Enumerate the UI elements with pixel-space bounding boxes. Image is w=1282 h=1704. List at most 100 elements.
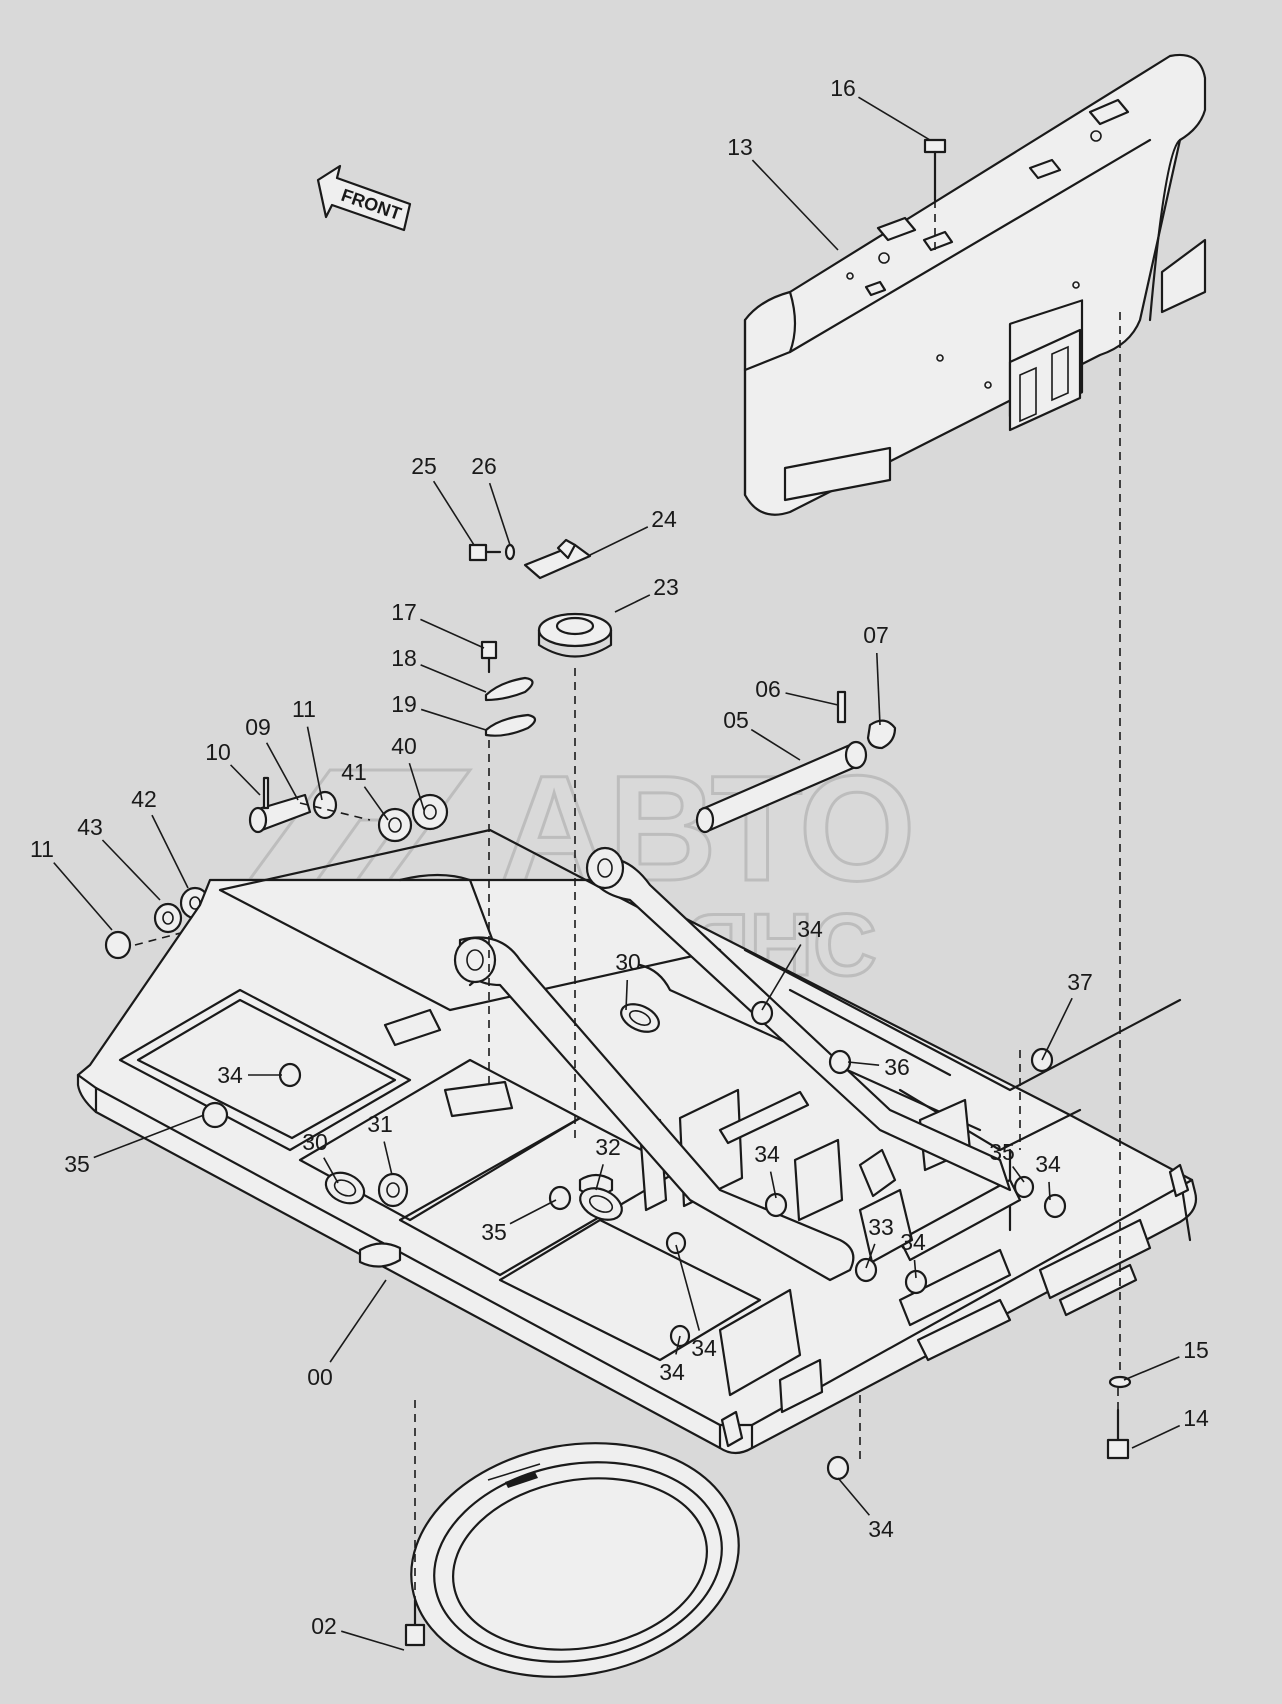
callout-34: 34 bbox=[217, 1062, 282, 1088]
callout-number: 11 bbox=[292, 696, 316, 722]
leader-line bbox=[785, 692, 839, 706]
callout-13: 13 bbox=[727, 134, 839, 251]
leader-line bbox=[151, 814, 189, 889]
callout-09: 09 bbox=[245, 714, 299, 801]
leader-line bbox=[837, 1477, 871, 1516]
callout-34: 34 bbox=[761, 916, 823, 1011]
leader-line bbox=[614, 594, 651, 613]
callout-34: 34 bbox=[837, 1477, 894, 1542]
callout-41: 41 bbox=[341, 759, 389, 821]
leader-line bbox=[53, 862, 113, 931]
callout-00: 00 bbox=[307, 1279, 387, 1390]
callout-32: 32 bbox=[595, 1134, 621, 1191]
callout-34: 34 bbox=[754, 1141, 780, 1199]
callout-36: 36 bbox=[847, 1054, 910, 1080]
callout-number: 30 bbox=[615, 949, 641, 975]
callout-number: 37 bbox=[1067, 969, 1093, 995]
bolt-02 bbox=[404, 1598, 426, 1647]
plate-assembly bbox=[480, 640, 537, 737]
callout-number: 14 bbox=[1183, 1405, 1209, 1431]
leader-line bbox=[230, 764, 261, 796]
callout-number: 43 bbox=[77, 814, 103, 840]
callout-number: 05 bbox=[723, 707, 749, 733]
callout-30: 30 bbox=[302, 1129, 339, 1184]
callout-number: 36 bbox=[884, 1054, 910, 1080]
leader-line bbox=[589, 526, 649, 556]
callout-number: 41 bbox=[341, 759, 367, 785]
leader-line bbox=[509, 1199, 557, 1225]
leader-line bbox=[329, 1279, 387, 1363]
callout-33: 33 bbox=[865, 1214, 894, 1269]
callout-number: 07 bbox=[863, 622, 889, 648]
leader-line bbox=[875, 652, 881, 726]
callout-16: 16 bbox=[830, 75, 931, 141]
callout-number: 35 bbox=[64, 1151, 90, 1177]
assembly-lines bbox=[414, 200, 1121, 1600]
callout-number: 23 bbox=[653, 574, 679, 600]
callout-number: 18 bbox=[391, 645, 417, 671]
bolt-14 bbox=[1106, 1375, 1132, 1460]
callout-number: 02 bbox=[311, 1613, 337, 1639]
callout-23: 23 bbox=[614, 574, 679, 613]
callout-number: 00 bbox=[307, 1364, 333, 1390]
callout-05: 05 bbox=[723, 707, 801, 761]
callout-number: 34 bbox=[754, 1141, 780, 1167]
arm-links bbox=[383, 846, 1012, 1282]
callout-25: 25 bbox=[411, 453, 475, 546]
callout-number: 26 bbox=[471, 453, 497, 479]
leader-line bbox=[865, 1243, 876, 1269]
callout-24: 24 bbox=[589, 506, 677, 556]
callout-number: 35 bbox=[989, 1139, 1015, 1165]
leader-line bbox=[323, 1157, 339, 1184]
callout-17: 17 bbox=[391, 599, 485, 649]
leader-line bbox=[1048, 1181, 1051, 1201]
counterweight bbox=[743, 53, 1207, 516]
dampers bbox=[324, 1003, 660, 1221]
leader-line bbox=[847, 1061, 880, 1066]
leader-line bbox=[913, 1259, 917, 1279]
callout-18: 18 bbox=[391, 645, 487, 693]
callout-number: 40 bbox=[391, 733, 417, 759]
callout-40: 40 bbox=[391, 733, 425, 811]
callout-19: 19 bbox=[391, 691, 487, 731]
callout-34: 34 bbox=[900, 1229, 926, 1279]
callout-34: 34 bbox=[675, 1244, 717, 1361]
callout-26: 26 bbox=[471, 453, 511, 546]
callout-11: 11 bbox=[292, 696, 323, 801]
leader-line bbox=[1041, 997, 1073, 1061]
leader-line bbox=[595, 1164, 604, 1191]
callout-number: 34 bbox=[659, 1359, 685, 1385]
leader-line bbox=[420, 618, 485, 649]
callout-number: 34 bbox=[868, 1516, 894, 1542]
callout-number: 11 bbox=[30, 836, 54, 862]
callout-10: 10 bbox=[205, 739, 261, 796]
leader-line bbox=[408, 762, 425, 811]
bolt-16 bbox=[923, 138, 947, 202]
callout-07: 07 bbox=[863, 622, 889, 726]
callout-number: 33 bbox=[868, 1214, 894, 1240]
leader-line bbox=[769, 1171, 777, 1199]
callout-06: 06 bbox=[755, 676, 839, 706]
callout-number: 34 bbox=[1035, 1151, 1061, 1177]
swing-bearing bbox=[410, 1442, 740, 1678]
leader-line bbox=[750, 728, 801, 761]
leader-line bbox=[858, 96, 931, 141]
stopper-assembly bbox=[468, 538, 613, 658]
pin-09 bbox=[104, 776, 449, 960]
callout-number: 06 bbox=[755, 676, 781, 702]
leader-line bbox=[625, 979, 629, 1011]
callout-number: 24 bbox=[651, 506, 677, 532]
leader-line bbox=[761, 944, 802, 1011]
callout-02: 02 bbox=[311, 1613, 405, 1651]
callout-number: 16 bbox=[830, 75, 856, 101]
callout-37: 37 bbox=[1041, 969, 1093, 1061]
callout-11: 11 bbox=[30, 836, 113, 931]
leader-line bbox=[675, 1335, 681, 1355]
callout-number: 34 bbox=[797, 916, 823, 942]
callout-number: 34 bbox=[691, 1335, 717, 1361]
callout-35: 35 bbox=[481, 1199, 557, 1245]
callout-number: 13 bbox=[727, 134, 753, 160]
callout-number: 35 bbox=[481, 1219, 507, 1245]
